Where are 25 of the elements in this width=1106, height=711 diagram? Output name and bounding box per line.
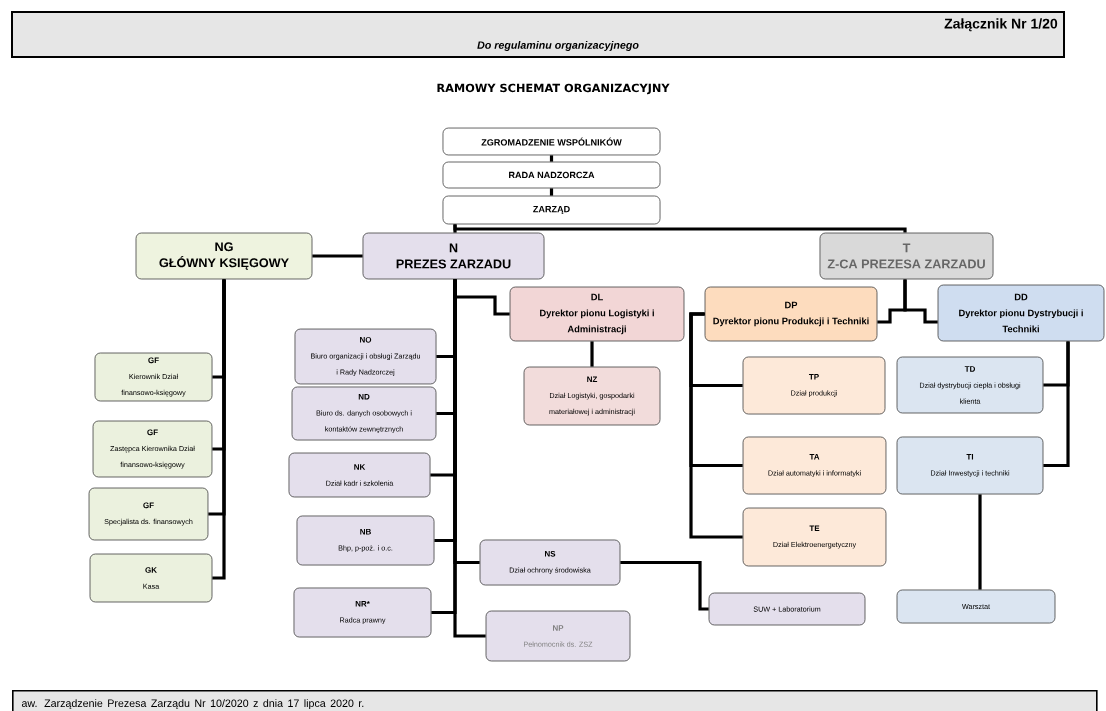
connector-line [903,279,938,324]
director-box: DL Dyrektor pionu Logistyki i Administracji [509,286,685,342]
connector-line [620,560,709,611]
org-box: ZGROMADZENIE WSPÓLNIKÓW [442,127,661,156]
director-box: DD Dyrektor pionu Dystrybucji i Techniki [937,284,1105,342]
header-subtitle: Do regulaminu organizacyjnego [477,41,639,51]
connector-line [453,279,486,638]
connector-line [1043,341,1070,468]
management-box: N PREZES ZARZADU [362,232,545,280]
connector-line [212,279,226,580]
org-box: ZARZĄD [442,195,661,225]
connector-line [549,155,554,162]
footer-note: aw. Zarządzenie Prezesa Zarządu Nr 10/2020 z dnia 17 lipca 2020 r. [12,690,1098,711]
attachment-number: Załącznik Nr 1/20 [944,18,1058,32]
management-box: NG GŁÓWNY KSIĘGOWY [135,232,313,280]
connector-line [590,341,594,367]
title: RAMOWY SCHEMAT ORGANIZACYJNY [437,83,670,95]
connector-line [312,254,363,258]
connector-line [689,312,743,539]
org-box: RADA NADZORCZA [442,161,661,189]
connector-line [549,188,554,196]
connector-line [978,494,982,590]
director-box: DP Dyrektor pionu Produkcji i Techniki [704,286,878,342]
management-box: T Z-CA PREZESA ZARZADU [819,232,994,280]
connector-line [453,224,907,234]
